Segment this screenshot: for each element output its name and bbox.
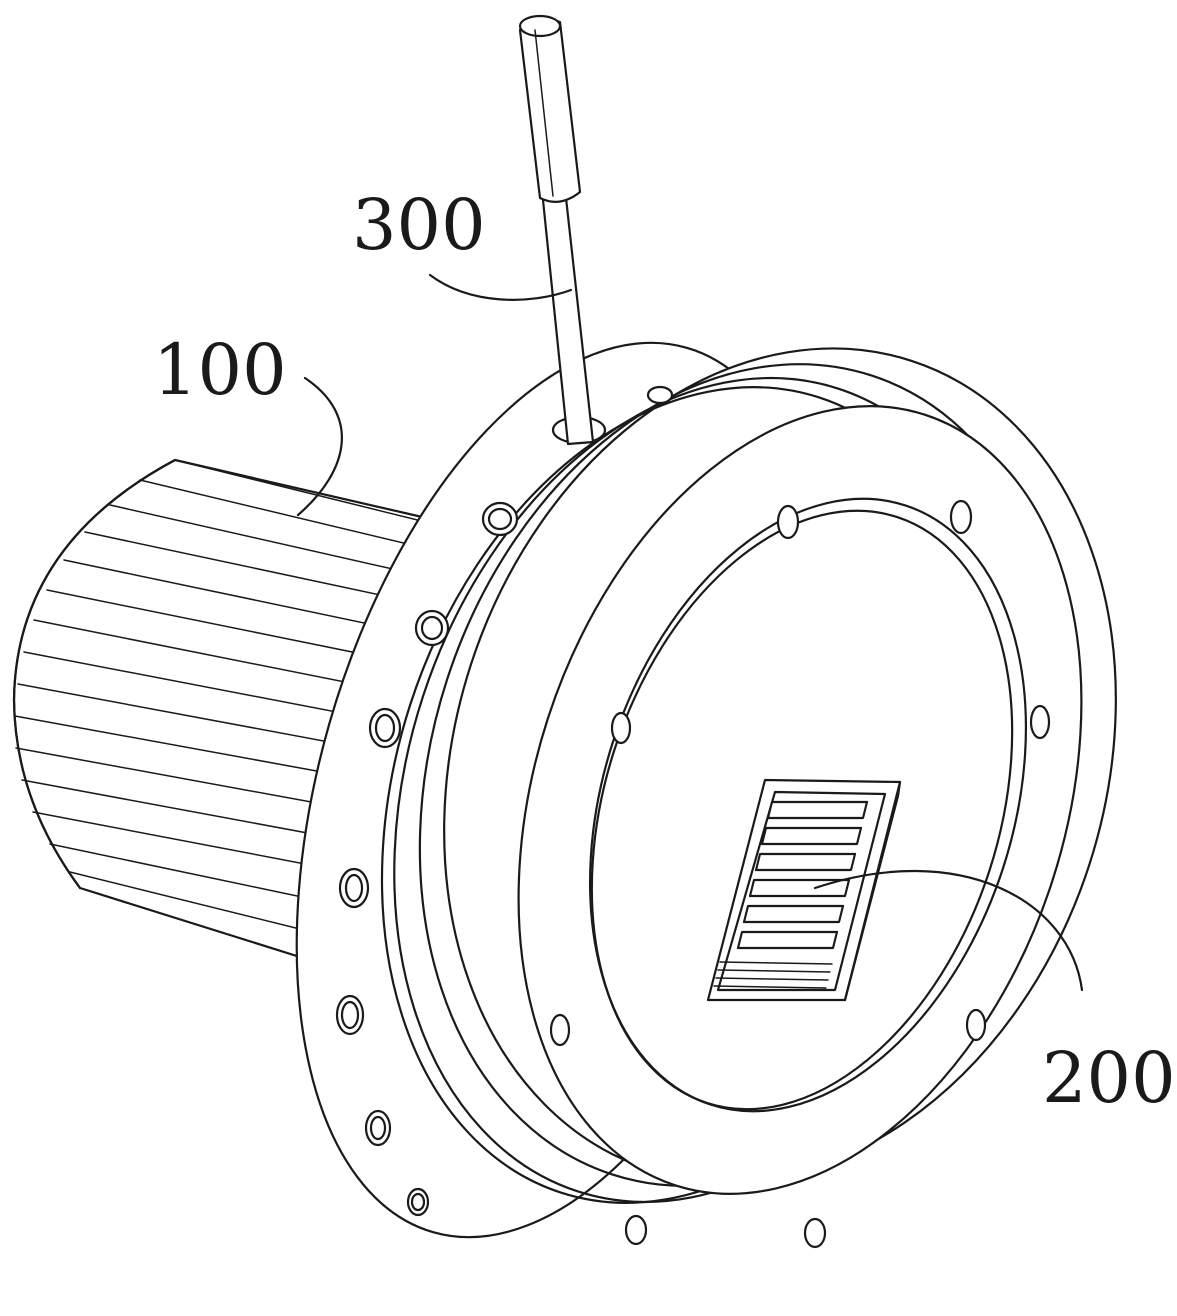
leader-line-300: [428, 273, 573, 301]
leader-lines: [296, 273, 1084, 992]
rod-probe: [518, 14, 607, 446]
rear-flange-bolt-holes: [335, 385, 674, 1217]
front-face-bolt-holes: [549, 499, 1051, 1249]
callout-300: 300: [352, 184, 486, 266]
leader-line-100: [296, 376, 343, 517]
terminal-block: [706, 778, 902, 1002]
leader-line-200: [813, 869, 1084, 992]
callout-100: 100: [153, 329, 287, 411]
callout-200: 200: [1042, 1037, 1176, 1119]
